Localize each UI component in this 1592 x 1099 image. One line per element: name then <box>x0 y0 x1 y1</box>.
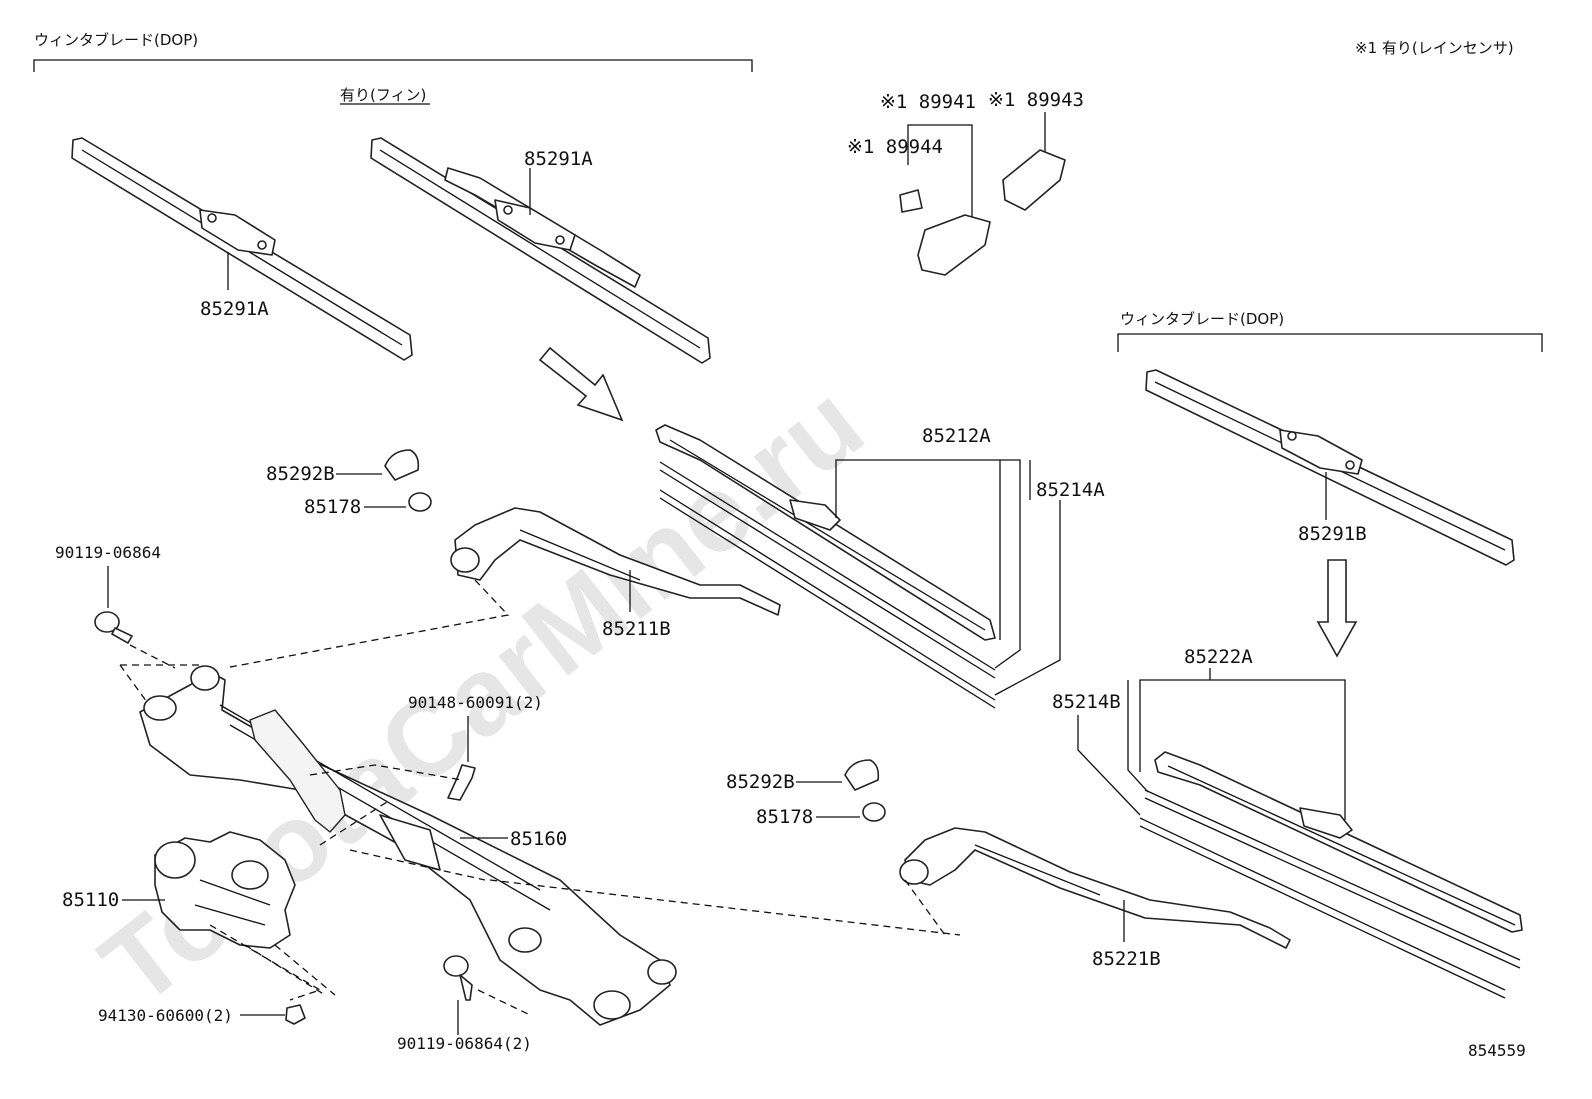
rain-sensor-note: ※1 有り(レインセンサ) <box>1355 39 1514 57</box>
label-85291A-left: 85291A <box>200 298 269 320</box>
label-89941: ※1 89941 <box>880 91 976 113</box>
wiper-arm-85211B <box>450 507 781 616</box>
down-right-arrow-icon <box>538 346 624 422</box>
rain-sensor-89941 <box>917 214 991 276</box>
wiper-blade-85212A <box>655 424 996 709</box>
nut-85178-left <box>408 492 432 512</box>
label-85291B: 85291B <box>1298 523 1367 545</box>
bolt-90119-bottom <box>443 955 473 1001</box>
wiper-blade-85291B <box>1145 369 1515 566</box>
label-94130-60600: 94130-60600(2) <box>98 1006 233 1025</box>
top-left-bracket: ウィンタブレード(DOP) <box>33 31 753 72</box>
wiper-link-85160 <box>139 665 677 1026</box>
bolt-90119-top <box>94 611 133 644</box>
label-85292B-left: 85292B <box>266 463 335 485</box>
label-89944: ※1 89944 <box>847 136 943 158</box>
diagram-id: 854559 <box>1468 1041 1526 1060</box>
cap-85292B-right <box>844 759 880 791</box>
nut-85178-right <box>862 802 886 822</box>
sensor-pad-89944 <box>899 189 923 213</box>
label-85291A-right: 85291A <box>524 148 593 170</box>
label-85221B: 85221B <box>1092 948 1161 970</box>
cap-85292B-left <box>384 449 420 481</box>
label-85178-left: 85178 <box>304 496 361 518</box>
label-85222A: 85222A <box>1184 646 1253 668</box>
label-85110: 85110 <box>62 889 119 911</box>
sensor-cover-89943 <box>1002 149 1066 211</box>
bolt-90148 <box>447 764 476 801</box>
wiper-arm-85221B <box>899 827 1291 949</box>
bracket-label-right: ウィンタブレード(DOP) <box>1120 310 1284 328</box>
right-bracket: ウィンタブレード(DOP) <box>1117 310 1543 352</box>
label-90119-06864-top: 90119-06864 <box>55 543 161 562</box>
nut-94130 <box>285 1004 306 1025</box>
label-85160: 85160 <box>510 828 567 850</box>
label-85212A: 85212A <box>922 425 991 447</box>
wiper-blade-85291A-left <box>71 137 413 361</box>
label-85178-right: 85178 <box>756 806 813 828</box>
wiper-motor-85110 <box>154 831 296 949</box>
bracket-label-left: ウィンタブレード(DOP) <box>34 31 198 49</box>
label-85211B: 85211B <box>602 618 671 640</box>
fin-text: 有り(フィン) <box>340 86 426 104</box>
wiper-blade-85291A-fin <box>370 137 711 364</box>
label-90119-06864-bottom: 90119-06864(2) <box>397 1034 532 1053</box>
wiper-blade-85222A <box>1139 751 1523 999</box>
rain-sensor-group: ※1 89941 ※1 89943 ※1 89944 <box>847 89 1084 276</box>
label-85292B-right: 85292B <box>726 771 795 793</box>
label-90148-60091: 90148-60091(2) <box>408 693 543 712</box>
label-85214A: 85214A <box>1036 479 1105 501</box>
label-89943: ※1 89943 <box>988 89 1084 111</box>
label-85214B: 85214B <box>1052 691 1121 713</box>
fin-label: 有り(フィン) <box>340 86 430 105</box>
down-arrow-icon <box>1316 559 1358 658</box>
